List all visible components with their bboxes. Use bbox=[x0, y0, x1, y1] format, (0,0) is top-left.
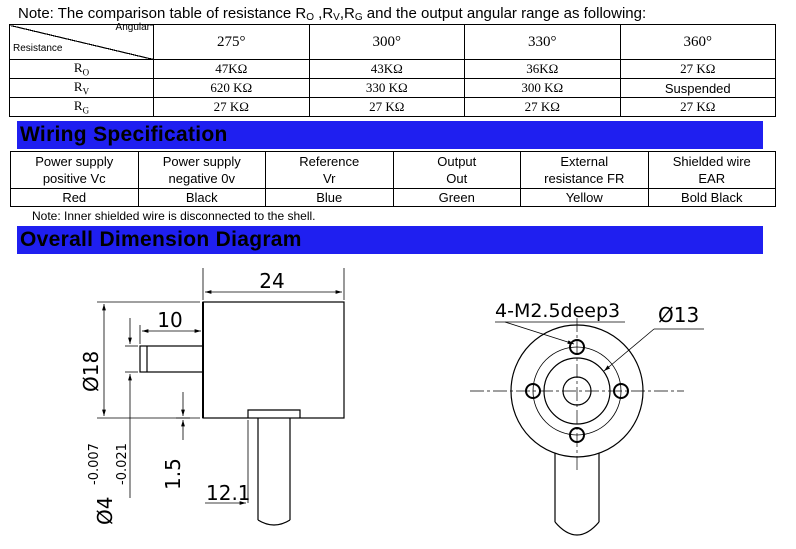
side-view bbox=[97, 268, 345, 526]
length-label: 24 bbox=[259, 269, 284, 293]
row-label: RG bbox=[9, 97, 154, 117]
angle-header: 300° bbox=[308, 24, 465, 60]
table-cell: 43KΩ bbox=[308, 59, 465, 79]
front-diameter-label: Ø13 bbox=[658, 303, 699, 327]
table-cell: 27 KΩ bbox=[308, 97, 465, 117]
shield-note: Note: Inner shielded wire is disconnecte… bbox=[32, 209, 316, 223]
table-cell: 27 KΩ bbox=[464, 97, 621, 117]
cable-position-label: 12.1 bbox=[206, 481, 251, 505]
resistance-note: Note: The comparison table of resistance… bbox=[18, 5, 647, 23]
table-cell: 300 KΩ bbox=[464, 78, 621, 98]
body-diameter-label: Ø18 bbox=[79, 351, 103, 392]
shaft-diameter-label: Ø4 bbox=[93, 497, 117, 525]
encoder-body bbox=[202, 301, 345, 419]
table-row: RO 47KΩ 43KΩ 36KΩ 27 KΩ bbox=[9, 59, 776, 79]
wire-color: Green bbox=[392, 188, 521, 207]
wiring-color-row: Red Black Blue Green Yellow Bold Black bbox=[10, 188, 776, 207]
table-cell: 27 KΩ bbox=[153, 97, 310, 117]
table-cell: 47KΩ bbox=[153, 59, 310, 79]
corner-bottom-label: Resistance bbox=[13, 43, 63, 54]
front-view bbox=[470, 318, 704, 536]
angle-header: 360° bbox=[619, 24, 776, 60]
side-view-labels: 24 10 Ø18 Ø4 -0.007 -0.021 1.5 12.1 bbox=[79, 269, 285, 525]
wire-color: Black bbox=[137, 188, 266, 207]
table-cell: Suspended bbox=[619, 78, 776, 98]
corner-cell: Angular Resistance bbox=[9, 22, 154, 60]
angle-header-row: Angular Resistance 275° 300° 330° 360° bbox=[9, 22, 776, 60]
resistance-table: Angular Resistance 275° 300° 330° 360° R… bbox=[9, 22, 776, 117]
table-cell: 27 KΩ bbox=[619, 97, 776, 117]
dimension-banner: Overall Dimension Diagram bbox=[17, 226, 763, 254]
table-row: RG 27 KΩ 27 KΩ 27 KΩ 27 KΩ bbox=[9, 97, 776, 117]
table-row: RV 620 KΩ 330 KΩ 300 KΩ Suspended bbox=[9, 78, 776, 98]
angle-header: 330° bbox=[464, 24, 621, 60]
corner-top-label: Angular bbox=[115, 22, 150, 33]
holes-label: 4-M2.5deep3 bbox=[495, 300, 620, 322]
shaft-length-label: 10 bbox=[157, 308, 182, 332]
tolerance-lower-label: -0.021 bbox=[115, 443, 130, 485]
tolerance-upper-label: -0.007 bbox=[87, 443, 102, 485]
front-view-labels: 4-M2.5deep3 Ø13 bbox=[495, 300, 699, 327]
row-label: RO bbox=[9, 59, 154, 79]
wire-color: Red bbox=[10, 188, 139, 207]
wire-color: Blue bbox=[265, 188, 394, 207]
cable-boss bbox=[247, 409, 301, 418]
encoder-shaft bbox=[139, 345, 204, 373]
wire-color: Bold Black bbox=[647, 188, 776, 207]
wiring-banner: Wiring Specification bbox=[17, 121, 763, 149]
wire-color: Yellow bbox=[520, 188, 649, 207]
offset-label: 1.5 bbox=[161, 458, 185, 490]
